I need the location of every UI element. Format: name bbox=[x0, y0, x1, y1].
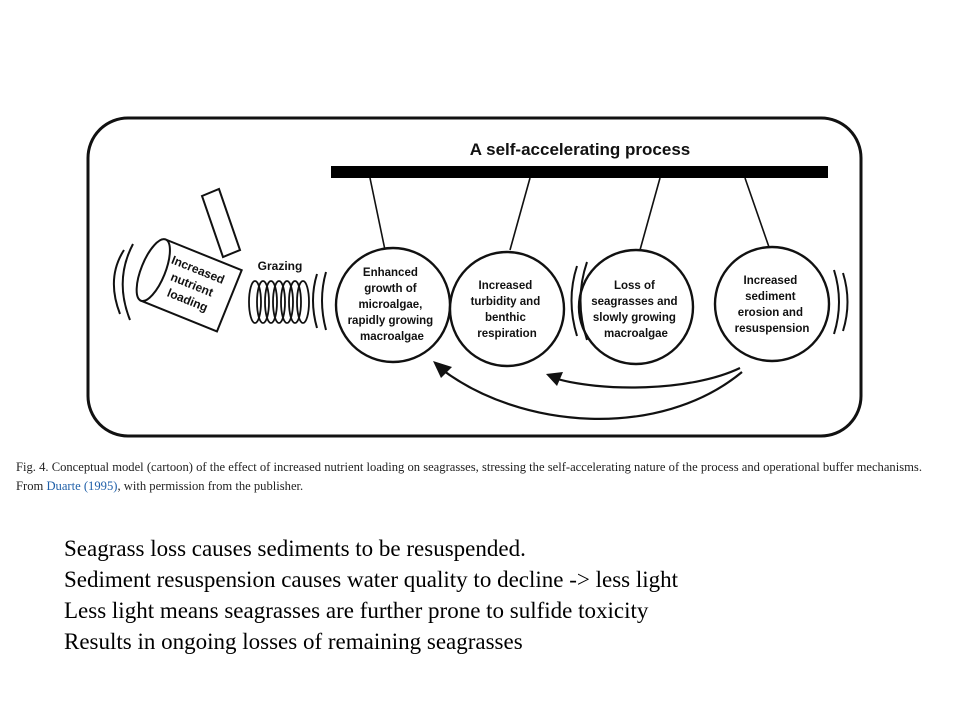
spring-coil-2 bbox=[256, 280, 270, 324]
motion-mark-right-1 bbox=[833, 269, 840, 335]
string-2 bbox=[509, 177, 531, 251]
note-line: Less light means seagrasses are further … bbox=[64, 598, 649, 623]
pendulum-strings bbox=[369, 177, 771, 251]
motion-mark-left-1 bbox=[321, 271, 327, 331]
grazing-label: Grazing bbox=[258, 259, 303, 273]
ball-4-label: Increased sediment erosion and resuspens… bbox=[735, 275, 810, 335]
spring-coil-6 bbox=[288, 280, 302, 324]
nutrient-cylinder: Increased nutrient loading bbox=[135, 187, 243, 333]
cylinder-handle bbox=[200, 187, 242, 259]
note-line: Results in ongoing losses of remaining s… bbox=[64, 629, 523, 654]
motion-mark-cylinder-1 bbox=[112, 249, 125, 315]
ball-3-label: Loss of seagrasses and slowly growing ma… bbox=[591, 280, 681, 340]
diagram-title: A self-accelerating process bbox=[470, 140, 690, 159]
motion-mark-cylinder-2 bbox=[121, 243, 134, 321]
grazing-spring bbox=[248, 280, 310, 324]
feedback-arrow-short bbox=[553, 367, 741, 389]
arrowhead-long bbox=[433, 361, 452, 378]
motion-marks bbox=[112, 243, 849, 341]
caption-text-end: , with permission from the publisher. bbox=[117, 479, 304, 493]
ball-1-label: Enhanced growth of microalgae, rapidly g… bbox=[348, 267, 437, 343]
motion-mark-right-2 bbox=[842, 272, 849, 332]
suspension-bar bbox=[331, 166, 828, 178]
diagram-canvas: A self-accelerating process Enhanced gro… bbox=[86, 116, 863, 438]
string-4 bbox=[744, 177, 771, 251]
feedback-arrows bbox=[439, 367, 743, 420]
ball-4 bbox=[713, 245, 831, 363]
caption-citation-link[interactable]: Duarte (1995) bbox=[46, 479, 118, 493]
motion-mark-mid-1 bbox=[579, 261, 588, 341]
string-3 bbox=[639, 177, 661, 251]
spring-coil-4 bbox=[272, 280, 286, 324]
pendulum-balls bbox=[334, 245, 831, 368]
note-line: Sediment resuspension causes water quali… bbox=[64, 567, 679, 592]
cylinder-face bbox=[135, 238, 171, 303]
string-1 bbox=[369, 177, 386, 251]
arrowhead-short bbox=[546, 372, 563, 386]
spring-coil-3 bbox=[264, 280, 278, 324]
diagram-frame bbox=[86, 116, 863, 438]
note-line: Seagrass loss causes sediments to be res… bbox=[64, 536, 526, 561]
ball-2 bbox=[448, 250, 566, 368]
spring-coil-1 bbox=[248, 280, 262, 324]
ball-3 bbox=[577, 248, 695, 366]
spring-coil-7 bbox=[296, 280, 310, 324]
figure-caption: Fig. 4. Conceptual model (cartoon) of th… bbox=[16, 458, 944, 496]
motion-mark-mid-2 bbox=[570, 265, 578, 337]
cylinder-label: Increased nutrient loading bbox=[157, 253, 229, 318]
feedback-arrow-long bbox=[439, 367, 743, 420]
motion-mark-left-2 bbox=[312, 273, 318, 329]
spring-coil-5 bbox=[280, 280, 294, 324]
caption-text: Fig. 4. Conceptual model (cartoon) of th… bbox=[16, 460, 922, 493]
summary-notes: Seagrass loss causes sediments to be res… bbox=[64, 533, 678, 657]
ball-2-label: Increased turbidity and benthic respirat… bbox=[471, 280, 544, 340]
